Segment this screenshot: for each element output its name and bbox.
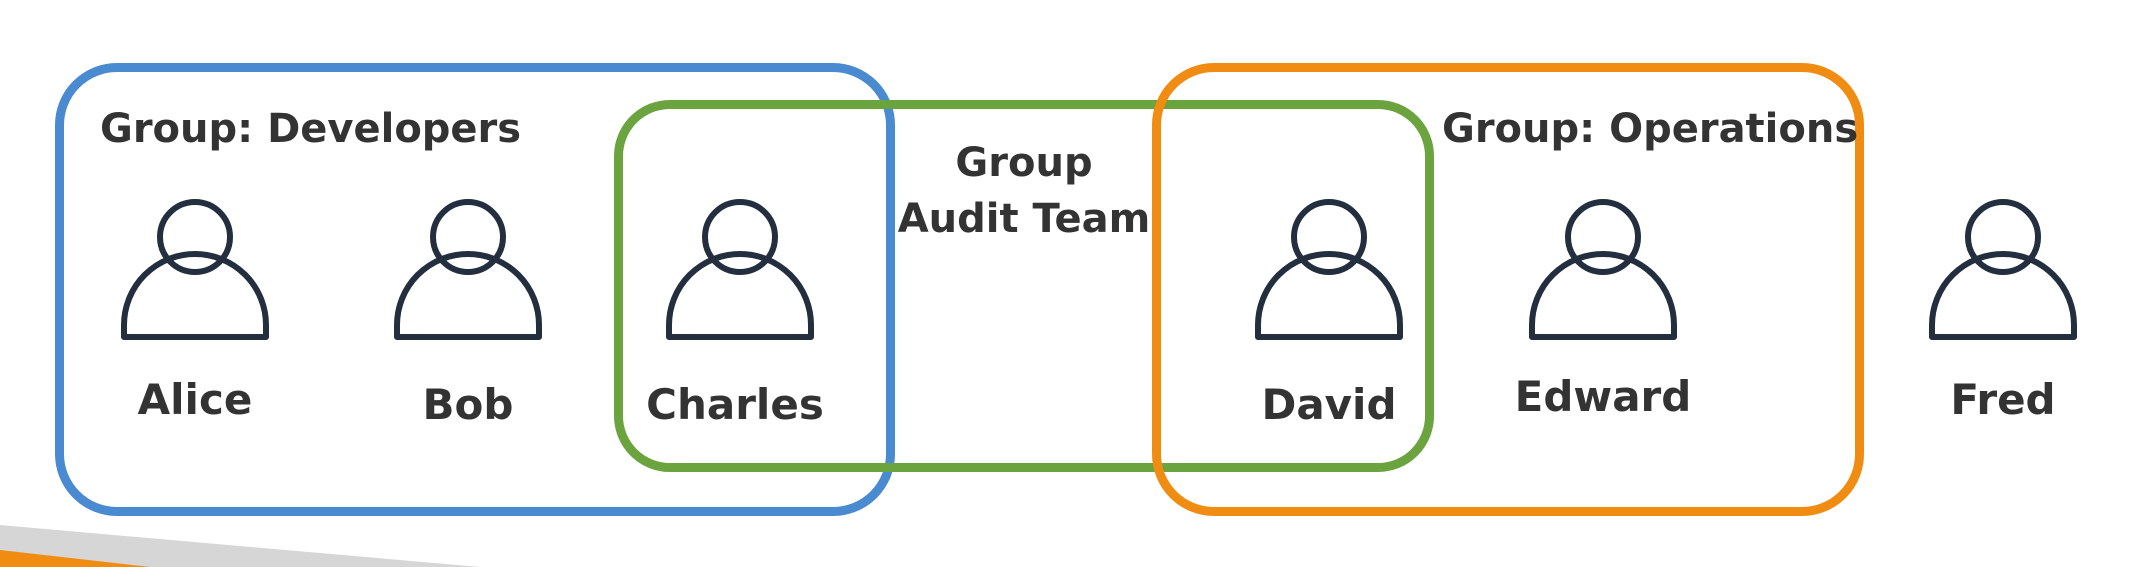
group-audit-team-label-line1: Group [955, 140, 1093, 186]
group-operations-label: Group: Operations [1442, 106, 1859, 152]
user-icon [120, 195, 270, 345]
user-name-edward: Edward [1514, 372, 1692, 421]
group-audit-team-label-line2: Audit Team [897, 196, 1151, 242]
user-name-charles: Charles [646, 380, 824, 429]
user-name-fred: Fred [1950, 375, 2056, 424]
user-icon [1528, 195, 1678, 345]
user-icon [1254, 195, 1404, 345]
user-name-david: David [1261, 380, 1397, 429]
user-name-alice: Alice [137, 375, 253, 424]
user-name-bob: Bob [422, 380, 514, 429]
group-audit-team-box [614, 100, 1434, 472]
user-icon [1928, 195, 2078, 345]
user-icon [393, 195, 543, 345]
group-operations-box [1152, 63, 1864, 516]
user-icon [665, 195, 815, 345]
group-developers-label: Group: Developers [100, 106, 522, 152]
group-developers-box [55, 63, 895, 516]
